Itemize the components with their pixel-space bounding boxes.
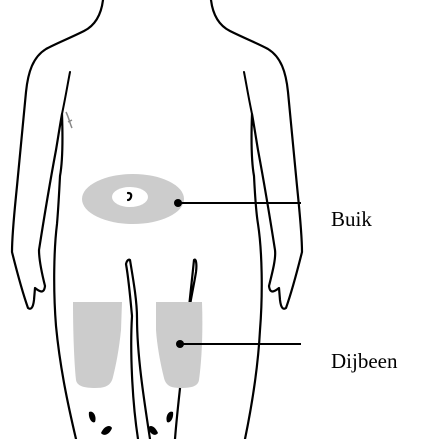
abdomen-label: Buik xyxy=(331,209,372,230)
thigh-injection-area-icon xyxy=(73,302,122,388)
torso-side-lines xyxy=(62,72,252,114)
knee-mark-left-inner xyxy=(101,426,112,435)
knee-mark-left-outer xyxy=(89,412,96,423)
thigh-label: Dijbeen xyxy=(331,351,397,372)
knee-mark-right-outer xyxy=(166,412,173,423)
chest-mark xyxy=(66,112,72,128)
